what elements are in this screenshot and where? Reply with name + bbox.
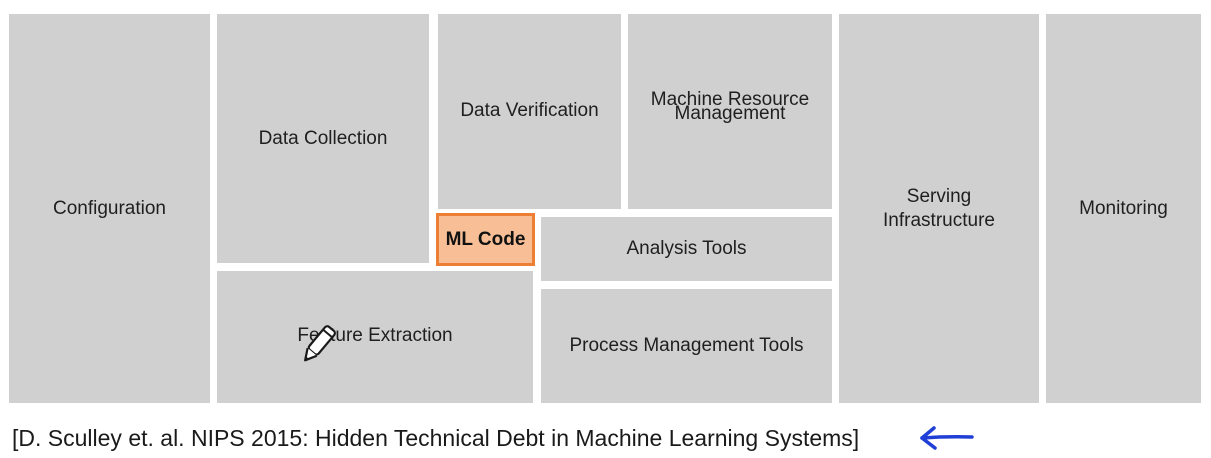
- box-ml-code: ML Code: [436, 213, 535, 266]
- box-monitoring: Monitoring: [1046, 14, 1201, 403]
- box-analysis-tools: Analysis Tools: [541, 217, 832, 281]
- box-machine-resource-management: Machine Resource Management: [628, 14, 832, 209]
- box-ml-code-label: ML Code: [445, 228, 526, 250]
- box-configuration-label: Configuration: [52, 197, 167, 219]
- box-feature-extraction-label: Feature Extraction: [297, 325, 453, 346]
- citation: [D. Sculley et. al. NIPS 2015: Hidden Te…: [12, 425, 860, 451]
- box-serving-infrastructure-line1: Serving: [906, 185, 972, 207]
- box-data-verification-label: Data Verification: [460, 99, 599, 121]
- box-data-collection: Data Collection: [217, 14, 429, 263]
- box-process-management-tools-label: Process Management Tools: [569, 335, 804, 356]
- box-process-management-tools: Process Management Tools: [541, 289, 832, 403]
- box-monitoring-label: Monitoring: [1079, 197, 1168, 219]
- arrow-left-icon: [920, 426, 974, 450]
- box-configuration: Configuration: [9, 14, 210, 403]
- box-feature-extraction: Feature Extraction: [217, 271, 533, 403]
- box-data-verification: Data Verification: [438, 14, 621, 209]
- box-serving-infrastructure: Serving Infrastructure: [839, 14, 1039, 403]
- box-data-collection-label: Data Collection: [258, 127, 388, 149]
- box-machine-resource-management-line1: Machine Resource: [650, 88, 810, 110]
- box-machine-resource-management-line2: Management: [674, 102, 786, 124]
- box-serving-infrastructure-line2: Infrastructure: [883, 209, 995, 231]
- pencil-icon: [304, 325, 336, 362]
- box-analysis-tools-label: Analysis Tools: [626, 238, 747, 259]
